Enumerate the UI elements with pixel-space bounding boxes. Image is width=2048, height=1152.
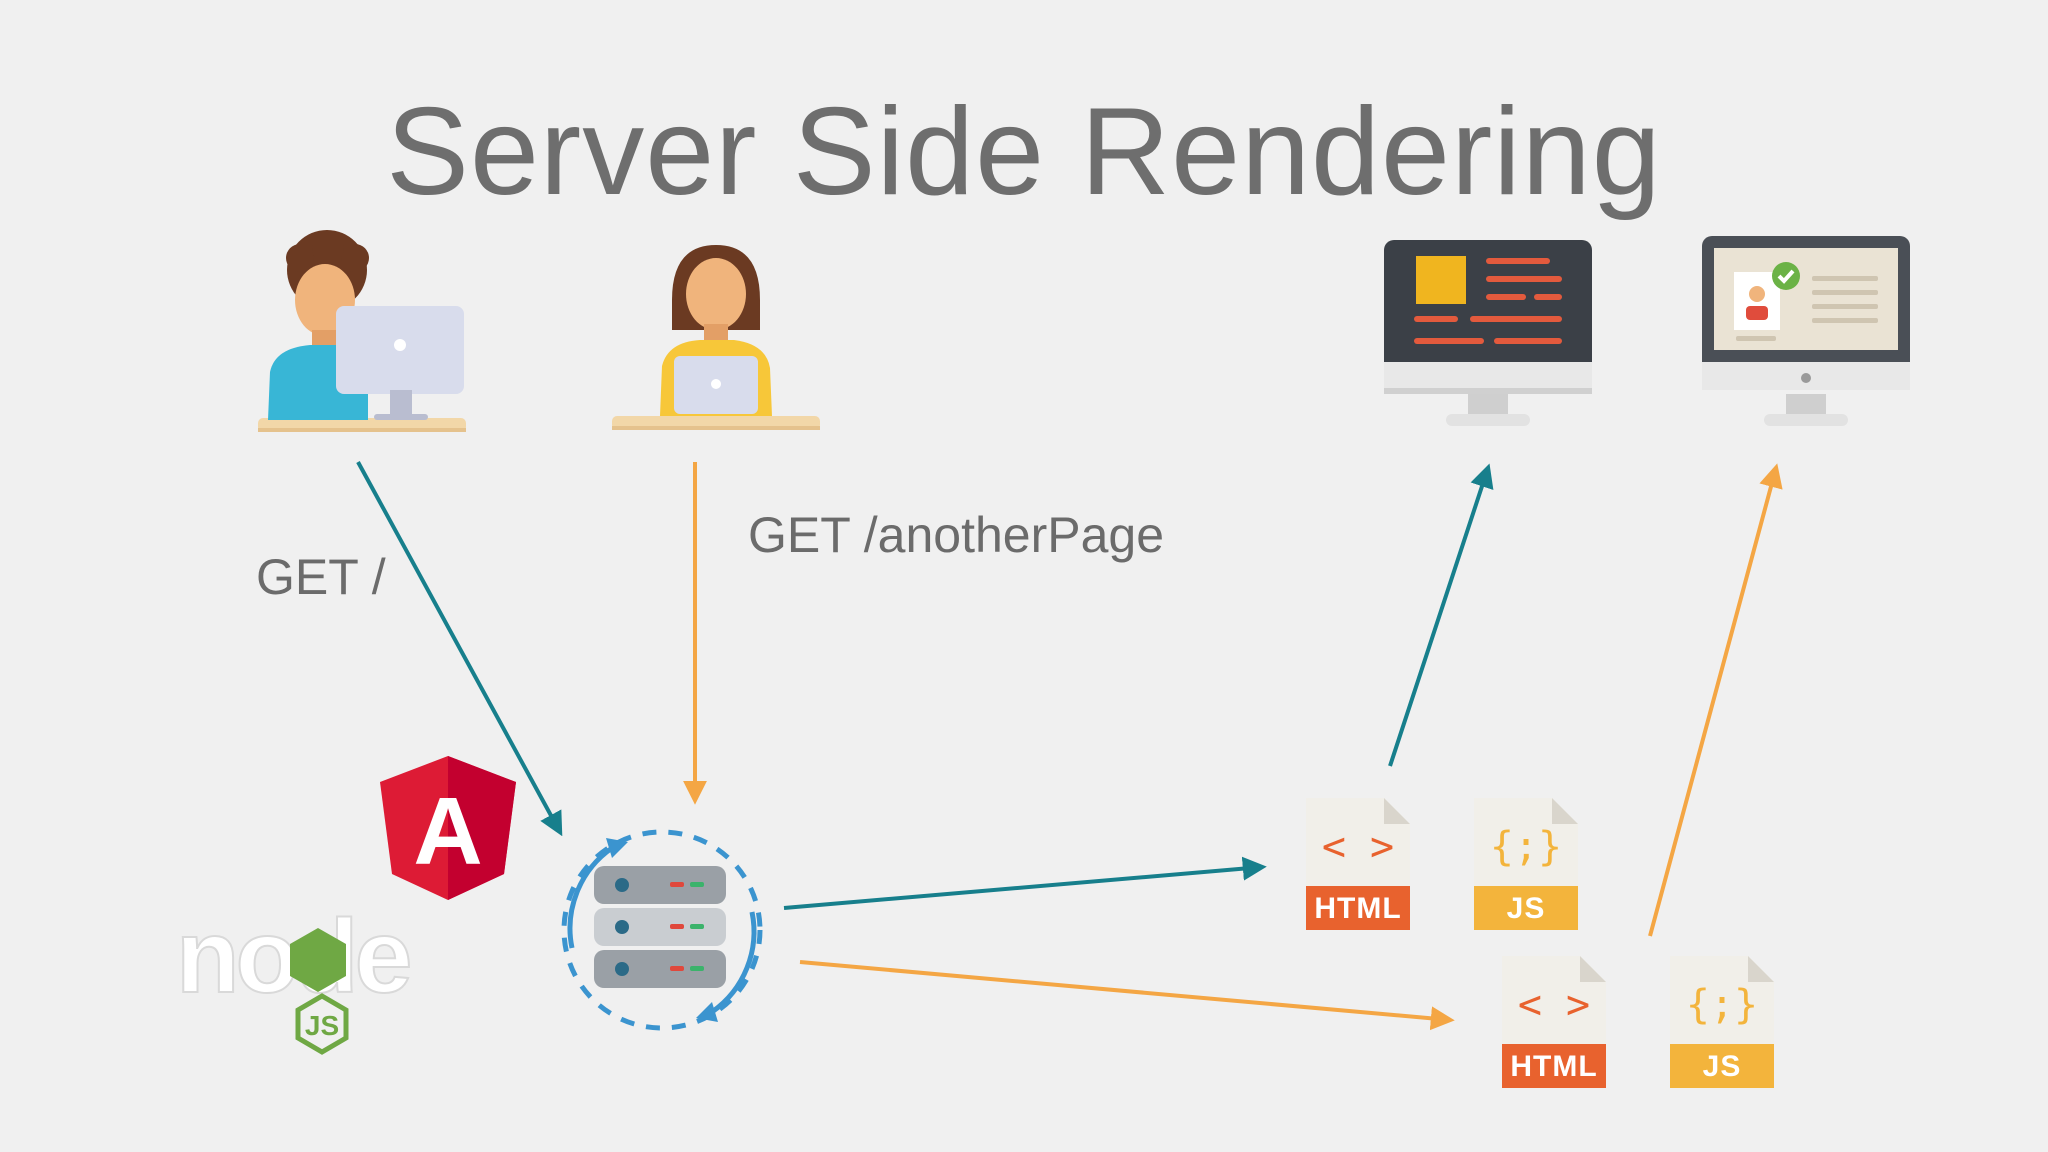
html-file-label: HTML bbox=[1510, 1050, 1598, 1083]
monitor-profile-icon bbox=[1702, 236, 1910, 426]
html-file-icon: < > HTML bbox=[1306, 798, 1410, 930]
arrow-files2-to-monitor2 bbox=[1648, 463, 1783, 937]
js-file-label: JS bbox=[1702, 1050, 1742, 1083]
angular-logo: A bbox=[380, 756, 516, 900]
angular-letter: A bbox=[413, 778, 482, 885]
request-root-label: GET / bbox=[256, 549, 386, 605]
js-glyph: {;} bbox=[1489, 824, 1563, 870]
slide-title: Server Side Rendering bbox=[386, 83, 1662, 221]
html-glyph: < > bbox=[1517, 982, 1591, 1028]
html-file-label: HTML bbox=[1314, 892, 1402, 925]
js-file-label: JS bbox=[1506, 892, 1546, 925]
nodejs-logo: node JS bbox=[175, 898, 415, 1055]
arrow-server-to-files2 bbox=[799, 960, 1455, 1031]
js-file-icon: {;} JS bbox=[1670, 956, 1774, 1088]
server-icon bbox=[561, 829, 763, 1031]
arrow-user1-to-server bbox=[356, 461, 563, 837]
html-glyph: < > bbox=[1321, 824, 1395, 870]
js-glyph: {;} bbox=[1685, 982, 1759, 1028]
request-another-label: GET /anotherPage bbox=[748, 507, 1165, 563]
monitor-code-icon bbox=[1384, 240, 1592, 426]
user-laptop-icon bbox=[612, 245, 820, 430]
node-js-badge: JS bbox=[305, 1010, 339, 1041]
user-desktop-icon bbox=[258, 230, 466, 432]
js-file-icon: {;} JS bbox=[1474, 798, 1578, 930]
arrow-server-to-files1 bbox=[783, 856, 1267, 910]
arrow-files1-to-monitor1 bbox=[1388, 463, 1494, 767]
html-file-icon: < > HTML bbox=[1502, 956, 1606, 1088]
